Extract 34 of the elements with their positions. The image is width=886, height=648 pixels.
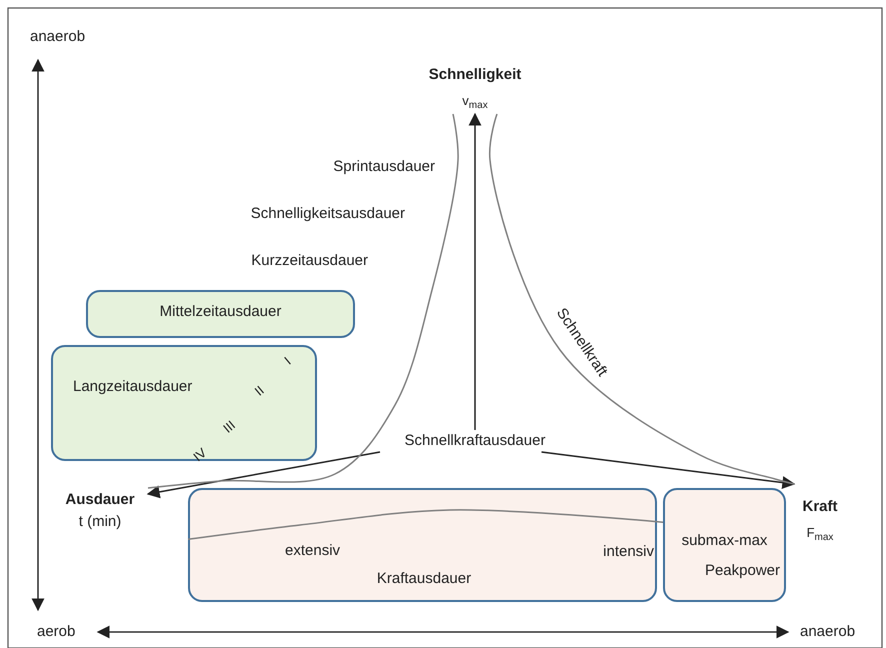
roman-numeral: II — [251, 382, 268, 400]
roman-numeral: I — [280, 352, 295, 370]
category-label: Kurzzeitausdauer — [250, 252, 368, 270]
arrow — [146, 451, 380, 498]
node-text: t (min) — [78, 513, 122, 531]
category-box — [188, 488, 657, 602]
category-box — [86, 290, 355, 338]
node-text: Schnellkraftausdauer — [404, 432, 546, 450]
node-text: F$_{max}$ — [806, 524, 834, 544]
curve-line — [188, 509, 664, 540]
arrow — [541, 451, 796, 489]
category-label: Schnelligkeitsausdauer — [250, 205, 405, 223]
category-box — [663, 488, 786, 602]
node-text: extensiv — [285, 542, 342, 560]
axis-label: anaerob — [800, 623, 856, 641]
category-box — [51, 345, 317, 461]
category-label: Sprintausdauer — [332, 158, 435, 176]
roman-numeral: III — [219, 416, 240, 438]
node-text: Kraft — [801, 498, 838, 516]
arrow — [468, 112, 482, 430]
node-text: Kraftausdauer — [376, 570, 472, 588]
node-text: Schnelligkeit — [428, 66, 522, 84]
node-text: Langzeitausdauer — [73, 378, 194, 396]
curve-line — [148, 114, 459, 489]
node-text: v$_{max}$ — [461, 92, 489, 112]
roman-numeral: IV — [190, 444, 210, 466]
node-text: submax-max — [680, 532, 768, 550]
node-text: intensiv — [602, 543, 654, 561]
axis-label: anaerob — [30, 28, 86, 46]
curve-line — [489, 114, 794, 485]
node-text: Peakpower — [704, 562, 780, 580]
node-text: Ausdauer — [64, 491, 136, 509]
axis-label: aerob — [37, 623, 76, 641]
node-text: Mittelzeitausdauer — [158, 303, 282, 321]
